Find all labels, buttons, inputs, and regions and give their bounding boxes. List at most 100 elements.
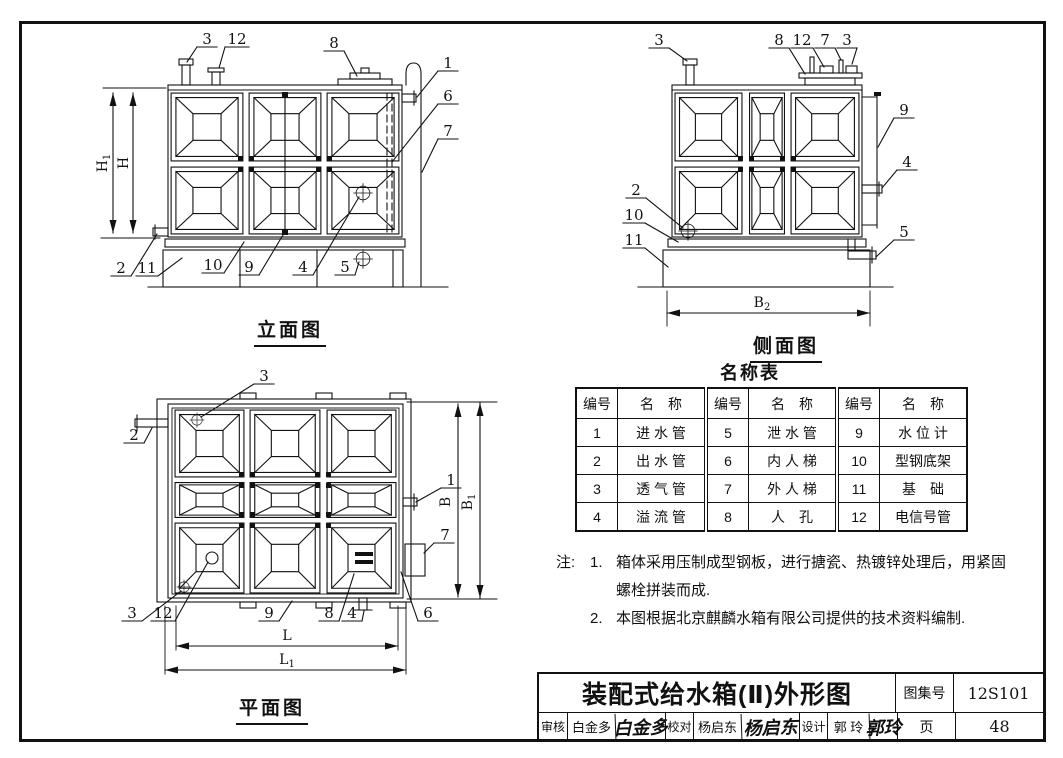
part-name: 人 孔 [748,502,838,532]
callout-outer-ladder: 7 [421,122,459,173]
part-name: 泄 水 管 [748,418,838,447]
panel [326,522,397,594]
svg-text:7: 7 [820,31,830,49]
svg-text:7: 7 [443,122,453,140]
steel-base-frame [667,238,867,248]
base-frame-outline [156,398,412,603]
svg-text:B2: B2 [754,295,771,313]
callout-water-gauge: 9 [238,234,284,276]
sheet-title: 装配式给水箱(Ⅱ)外形图 [581,681,853,709]
svg-text:4: 4 [347,604,357,622]
nametable: 编号 名 称 编号 名 称 编号 名 称 1 进 水 管 5 泄 水 管 9 水… [575,387,968,532]
col-header: 编号 [575,387,618,419]
svg-text:9: 9 [264,604,274,622]
title-block: 装配式给水箱(Ⅱ)外形图 图集号 12S101 审核 白金多 白金多 校对 杨启… [537,672,1043,742]
callout-vent-pipe-2: 3 [121,590,182,622]
part-no: 2 [575,446,618,475]
svg-text:8: 8 [324,604,334,622]
note-text: 本图根据北京麒麟水箱有限公司提供的技术资料编制. [616,610,966,627]
callout-overflow-pipe: 4 [341,604,365,622]
svg-text:11: 11 [137,259,156,277]
review-label: 审核 [540,720,565,734]
panel [174,482,245,518]
atlas-no-value: 12S101 [953,674,1043,712]
callout-outer-ladder: 7 [423,526,455,554]
note-line: 螺栓拼装而成. [556,577,1026,605]
panel [790,166,860,235]
svg-text:2: 2 [129,426,139,444]
notes-prefix: 注: [556,554,576,571]
callout-inner-ladder: 6 [400,571,439,622]
svg-text:2: 2 [631,181,641,199]
svg-text:10: 10 [203,256,222,274]
svg-text:12: 12 [153,604,172,622]
dim-b1: B1 [460,402,484,599]
plan-caption: 平面图 [212,693,332,725]
part-name: 水 位 计 [879,418,968,447]
page-frame [19,21,1046,742]
part-no: 9 [835,418,880,447]
panel [674,92,743,162]
callout-vent-pipe: 3 [186,30,218,63]
checker-signature: 杨启东 [740,711,800,742]
steel-base-frame [164,238,406,248]
svg-text:3: 3 [127,604,137,622]
panel [749,92,785,162]
callout-overflow-pipe: 4 [292,196,360,276]
atlas-no-label: 图集号 [895,674,953,712]
svg-text:5: 5 [899,223,909,241]
side-caption: 侧面图 [726,331,846,363]
panel [674,166,743,235]
panel [326,92,400,162]
part-name: 内 人 梯 [748,446,838,475]
water-gauge-shape [282,92,288,235]
col-header: 名 称 [748,387,838,419]
svg-text:5: 5 [340,258,350,276]
svg-text:3: 3 [259,367,269,385]
panel [749,166,785,235]
svg-text:H1: H1 [95,154,113,173]
col-header: 名 称 [879,387,968,419]
part-no: 4 [575,502,618,532]
vent-pipe-shape [682,58,698,86]
svg-text:9: 9 [899,101,909,119]
callout-signal-pipe: 12 [218,30,250,69]
dim-h: H [116,92,137,234]
svg-text:L1: L1 [279,652,295,670]
note-line: 注: 1. 箱体采用压制成型钢板，进行搪瓷、热镀锌处理后，用紧固 [556,549,1026,577]
signal-pipe-shape [207,67,225,86]
dim-l1: L1 [164,605,407,675]
callout-inlet-pipe: 1 [416,54,459,98]
part-name: 出 水 管 [617,446,707,475]
callout-manhole: 8 [768,31,806,75]
panel [249,522,321,594]
overflow-pipe-shape [353,597,373,611]
svg-text:4: 4 [298,258,308,276]
overflow-pipe-shape [861,181,883,197]
part-name: 电信号管 [879,502,968,532]
callout-steel-base: 10 [622,206,679,243]
check-label: 校对 [665,713,693,740]
panel [174,409,245,478]
svg-text:7: 7 [440,526,450,544]
inlet-pipe-shape [402,493,418,511]
inlet-pipe-shape [401,90,417,106]
part-name: 基 础 [879,474,968,503]
col-header: 名 称 [617,387,707,419]
foundation-blocks [162,249,404,288]
table-row: 2 出 水 管 6 内 人 梯 10 型钢底架 [575,446,968,475]
note-text: 螺栓拼装而成. [616,582,711,599]
dim-b2: B2 [666,290,871,327]
part-no: 6 [704,446,749,475]
part-no: 12 [835,502,880,532]
callout-foundation: 11 [135,257,183,277]
outlet-port [678,221,698,241]
svg-text:L: L [282,628,291,644]
reviewer-signature: 白金多 [613,712,668,741]
svg-text:12: 12 [227,30,246,48]
vent-pipe-shape [178,58,194,86]
part-name: 型钢底架 [879,446,968,475]
panel [174,522,245,594]
drain-pipe-shape [847,238,877,264]
